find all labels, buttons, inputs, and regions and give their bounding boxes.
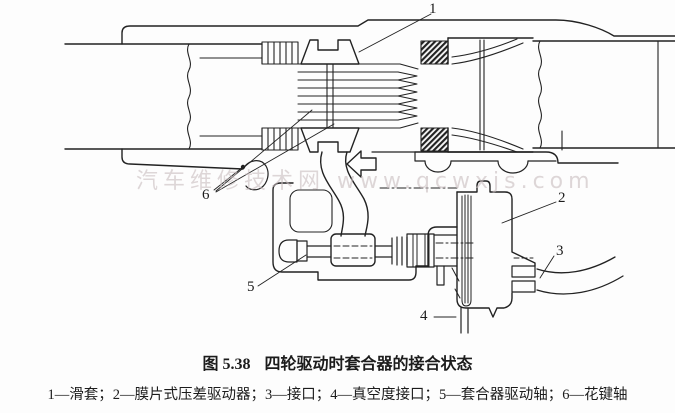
part-label-2: 2	[558, 190, 566, 206]
shift-fork	[319, 151, 376, 267]
spline-hub	[261, 41, 299, 151]
output-cup	[447, 37, 534, 153]
extension-housing	[242, 160, 459, 281]
figure-number: 图 5.38	[202, 356, 251, 373]
transfer-case-housing	[121, 19, 675, 174]
engagement-direction-arrow	[346, 150, 377, 178]
coupling-cross-section-figure: 汽车维修技术网 www.qcwxjs.com 1 2 3 4 5 6	[64, 1, 675, 334]
hose-port	[511, 265, 536, 278]
left-input-shaft	[64, 43, 263, 150]
figure-legend: 1—滑套；2—膜片式压差驱动器；3—接口；4—真空度接口；5—套合器驱动轴；6—…	[47, 387, 628, 403]
leader-lines	[213, 13, 557, 318]
spline-shaft-teeth	[297, 63, 419, 129]
sliding-sleeve	[300, 39, 360, 153]
vacuum-port-tube	[460, 307, 469, 334]
figure-caption: 图 5.38 四轮驱动时套合器的接合状态	[0, 350, 675, 374]
part-label-3: 3	[556, 243, 564, 259]
figure-title: 四轮驱动时套合器的接合状态	[264, 356, 473, 373]
right-output-shaft	[532, 40, 675, 149]
part-label-5: 5	[247, 279, 255, 295]
part-label-6: 6	[202, 187, 210, 203]
coupling-drive-shaft	[278, 233, 477, 299]
technical-drawing	[64, 13, 675, 334]
oil-seal	[420, 40, 449, 152]
diaphragm-actuator	[456, 180, 536, 318]
part-label-1: 1	[429, 1, 437, 17]
part-label-4: 4	[420, 308, 428, 324]
